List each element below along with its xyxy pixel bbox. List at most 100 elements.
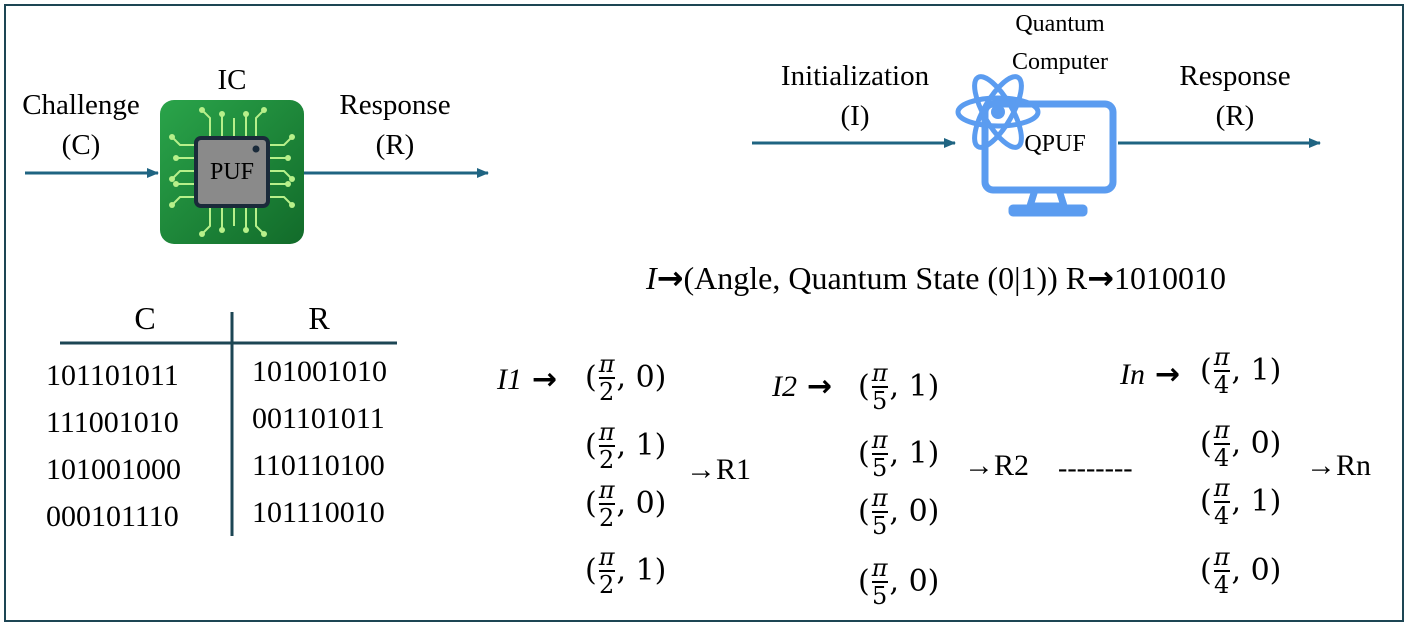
open-paren: ( xyxy=(585,553,597,588)
qpuf-label: QPUF xyxy=(1024,131,1086,157)
open-paren: ( xyxy=(585,428,597,463)
state-value: , 1) xyxy=(1231,484,1282,519)
table-cell-challenge: 000101110 xyxy=(46,500,179,533)
table-cell-response: 110110100 xyxy=(252,449,385,482)
quantum-state: 0 xyxy=(1250,426,1270,461)
table-cell-response: 101001010 xyxy=(252,355,387,388)
group-name: I2 xyxy=(772,370,797,403)
angle-denominator: 5 xyxy=(871,454,888,482)
quantum-state: 0 xyxy=(908,564,928,599)
challenge-label: Challenge xyxy=(22,89,140,121)
state-value: , 0) xyxy=(1231,553,1282,588)
angle-numerator: π xyxy=(871,426,888,454)
open-paren: ( xyxy=(1200,353,1212,388)
group-arrow: → xyxy=(807,369,833,404)
response-sub-label: (R) xyxy=(375,129,415,161)
angle-numerator: π xyxy=(1213,416,1230,444)
quantum-label: Quantum xyxy=(1015,11,1105,37)
open-paren: ( xyxy=(1200,553,1212,588)
initialization-formula: I→(Angle, Quantum State (0|1)) R→1010010 xyxy=(646,262,1226,294)
group-result: →Rn xyxy=(1306,449,1372,482)
angle-denominator: 2 xyxy=(598,571,615,599)
quantum-state: 0 xyxy=(635,486,655,521)
angle-denominator: 5 xyxy=(871,512,888,540)
state-value: , 0) xyxy=(1231,426,1282,461)
quantum-state: 1 xyxy=(908,369,928,404)
fraction-bar xyxy=(1213,370,1230,372)
open-paren: ( xyxy=(858,564,870,599)
quantum-state: 1 xyxy=(635,428,655,463)
formula-bits: 1010010 xyxy=(1113,260,1226,296)
group-name: I1 xyxy=(497,363,522,396)
group-label: I2 → xyxy=(772,372,832,402)
quantum-state: 1 xyxy=(908,436,928,471)
state-value: , 0) xyxy=(616,486,667,521)
angle-denominator: 4 xyxy=(1213,444,1230,472)
fraction-bar xyxy=(871,453,888,455)
fraction-bar xyxy=(871,386,888,388)
computer-label: Computer xyxy=(1012,49,1108,75)
group-arrow: → xyxy=(1155,357,1181,392)
group-label: In→ xyxy=(1120,360,1180,390)
angle-numerator: π xyxy=(598,418,615,446)
open-paren: ( xyxy=(585,486,597,521)
fraction-bar xyxy=(598,503,615,505)
quantum-response-label: Response xyxy=(1179,60,1291,92)
angle-numerator: π xyxy=(871,359,888,387)
angle-denominator: 4 xyxy=(1213,502,1230,530)
response-label: Response xyxy=(339,89,451,121)
angle-denominator: 5 xyxy=(871,582,888,610)
fraction-bar xyxy=(598,570,615,572)
group-result: →R1 xyxy=(686,453,752,486)
angle-denominator: 5 xyxy=(871,387,888,415)
formula-arrow-2: → xyxy=(1087,259,1114,297)
state-value: , 1) xyxy=(889,369,940,404)
table-cell-response: 101110010 xyxy=(252,496,385,529)
state-value: , 1) xyxy=(1231,353,1282,388)
open-paren: ( xyxy=(585,360,597,395)
table-header-c: C xyxy=(134,300,156,336)
state-value: , 1) xyxy=(616,428,667,463)
state-value: , 1) xyxy=(889,436,940,471)
open-paren: ( xyxy=(1200,426,1212,461)
state-value: , 0) xyxy=(889,494,940,529)
open-paren: ( xyxy=(858,436,870,471)
group-arrow: → xyxy=(532,362,558,397)
formula-i: I xyxy=(646,260,657,296)
angle-numerator: π xyxy=(871,484,888,512)
state-value: , 0) xyxy=(616,360,667,395)
diagram-frame xyxy=(4,4,1404,622)
table-cell-response: 001101011 xyxy=(252,402,385,435)
table-cell-challenge: 101101011 xyxy=(46,359,179,392)
angle-denominator: 4 xyxy=(1213,371,1230,399)
angle-denominator: 4 xyxy=(1213,571,1230,599)
angle-numerator: π xyxy=(1213,343,1230,371)
open-paren: ( xyxy=(858,494,870,529)
angle-numerator: π xyxy=(1213,474,1230,502)
formula-arrow: → xyxy=(656,259,684,297)
continuation-dashes: -------- xyxy=(1058,453,1133,484)
quantum-state: 1 xyxy=(1250,353,1270,388)
quantum-response-sub-label: (R) xyxy=(1215,100,1255,132)
angle-numerator: π xyxy=(598,476,615,504)
